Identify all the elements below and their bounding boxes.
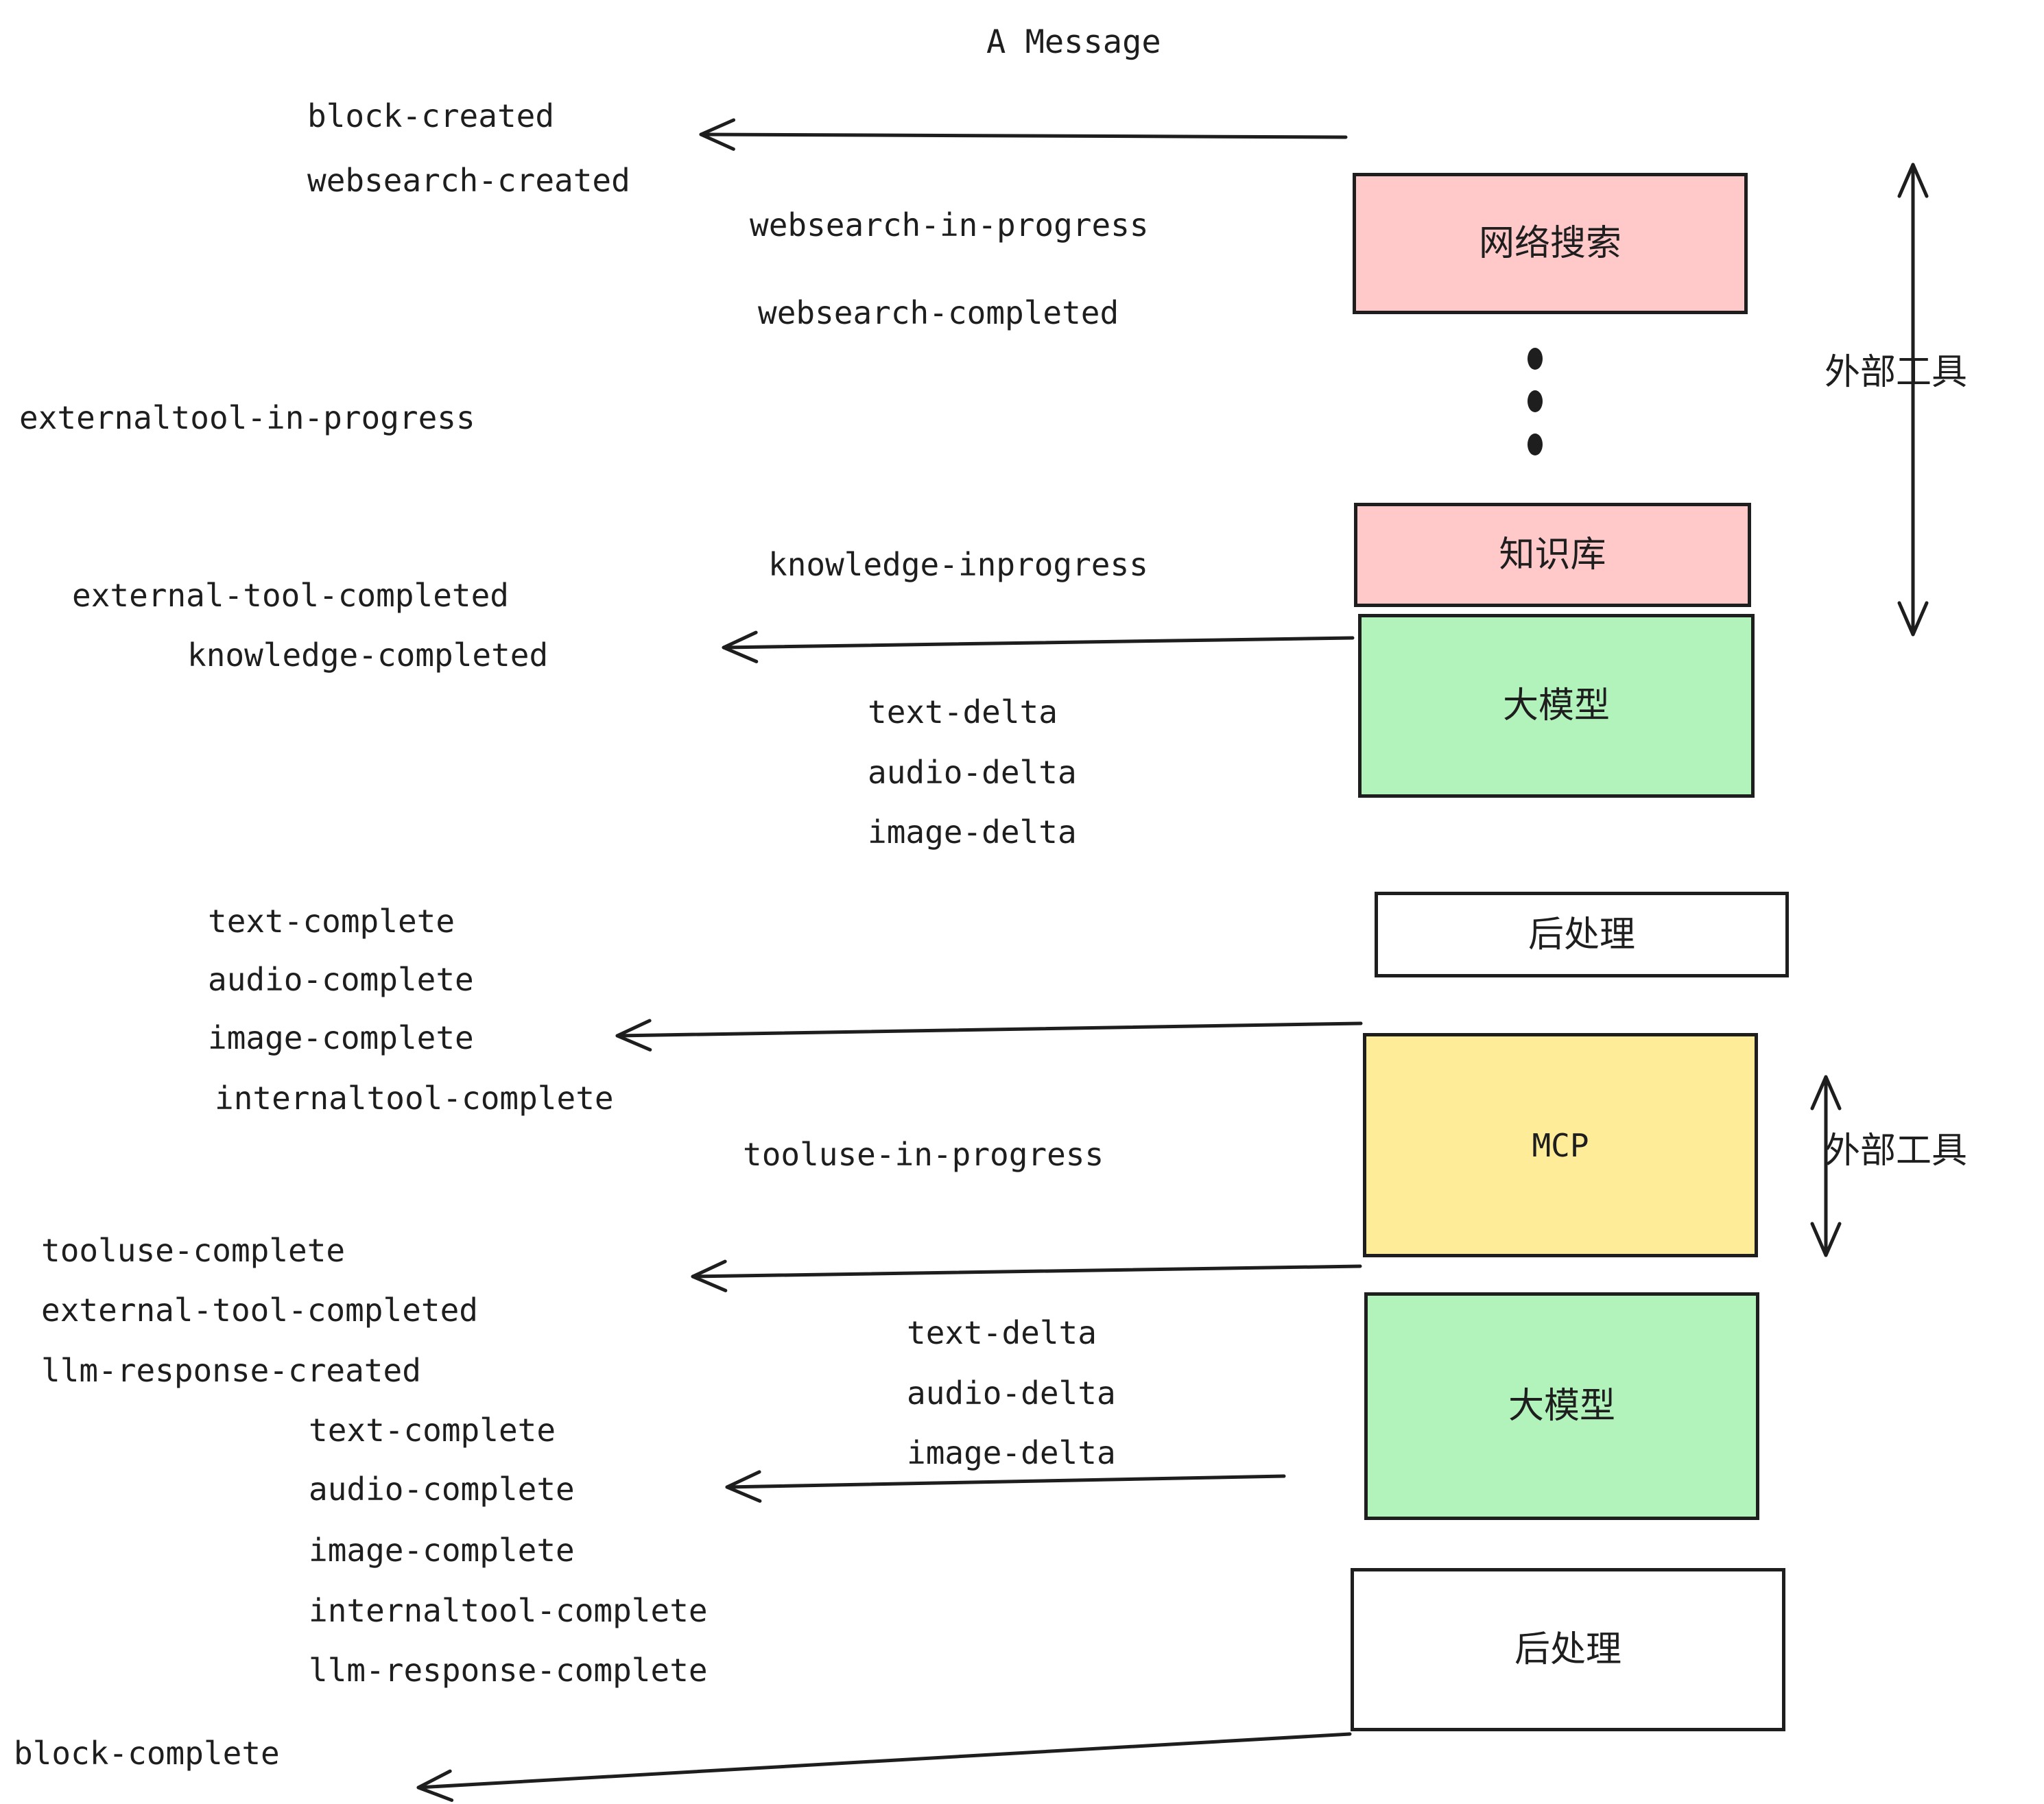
node-label-post2: 后处理 <box>1514 1629 1621 1670</box>
node-label-llm2: 大模型 <box>1508 1386 1615 1427</box>
diagram-title: A Message <box>986 23 1161 61</box>
event-label-knowledge-inprogress: knowledge-inprogress <box>768 546 1148 583</box>
ellipsis-dot <box>1528 390 1543 412</box>
ellipsis-dot <box>1528 434 1543 455</box>
event-label-externaltool-in-progress: externaltool-in-progress <box>19 399 475 436</box>
node-box-knowledge[interactable]: 知识库 <box>1354 503 1751 607</box>
event-label-llm-response-created: llm-response-created <box>41 1352 421 1389</box>
event-label-internaltool-complete-1: internaltool-complete <box>215 1080 614 1117</box>
event-label-audio-complete-2: audio-complete <box>309 1471 575 1508</box>
side-label-external-tools-bottom: 外部工具 <box>1825 1130 1968 1172</box>
arrow-arrow-image-complete <box>615 1019 1363 1052</box>
event-label-audio-complete-1: audio-complete <box>208 961 474 998</box>
node-label-knowledge: 知识库 <box>1499 534 1606 575</box>
event-label-tooluse-complete: tooluse-complete <box>41 1232 346 1269</box>
arrow-arrow-block-complete <box>416 1732 1352 1802</box>
event-label-audio-delta-2: audio-delta <box>907 1375 1116 1412</box>
event-label-external-tool-completed-1: external-tool-completed <box>72 577 509 614</box>
event-label-llm-response-complete: llm-response-complete <box>309 1652 708 1689</box>
event-label-image-complete-2: image-complete <box>309 1532 575 1569</box>
ellipsis-dot <box>1528 348 1543 370</box>
event-label-text-delta-1: text-delta <box>868 693 1058 731</box>
double-arrow-external-tools-range-top <box>1897 163 1929 637</box>
event-label-text-complete-2: text-complete <box>309 1412 556 1449</box>
event-label-block-complete: block-complete <box>14 1735 280 1772</box>
event-label-internaltool-complete-2: internaltool-complete <box>309 1592 708 1629</box>
event-label-image-delta-1: image-delta <box>868 814 1077 851</box>
event-label-block-created: block-created <box>307 97 555 134</box>
event-label-tooluse-in-progress: tooluse-in-progress <box>743 1136 1104 1173</box>
event-label-image-complete-1: image-complete <box>208 1019 474 1056</box>
node-label-mcp: MCP <box>1532 1126 1589 1164</box>
node-label-post1: 后处理 <box>1528 914 1635 956</box>
node-box-websearch[interactable]: 网络搜索 <box>1353 173 1748 314</box>
node-label-websearch: 网络搜索 <box>1478 223 1621 264</box>
event-label-knowledge-completed: knowledge-completed <box>187 637 549 674</box>
event-label-websearch-completed: websearch-completed <box>758 294 1119 331</box>
node-box-llm1[interactable]: 大模型 <box>1358 614 1755 798</box>
event-label-websearch-in-progress: websearch-in-progress <box>750 206 1149 244</box>
side-label-external-tools-top: 外部工具 <box>1825 352 1968 393</box>
event-label-text-complete-1: text-complete <box>208 903 455 940</box>
arrow-arrow-knowledge-completed <box>722 630 1355 663</box>
node-label-llm1: 大模型 <box>1502 685 1610 726</box>
event-label-external-tool-completed-2: external-tool-completed <box>41 1292 478 1329</box>
event-label-websearch-created: websearch-created <box>307 162 630 199</box>
node-box-llm2[interactable]: 大模型 <box>1364 1292 1759 1520</box>
arrow-arrow-websearch-created <box>699 118 1348 151</box>
event-label-image-delta-2: image-delta <box>907 1434 1116 1471</box>
node-box-post1[interactable]: 后处理 <box>1375 892 1789 977</box>
node-box-mcp[interactable]: MCP <box>1363 1033 1758 1257</box>
event-label-text-delta-2: text-delta <box>907 1314 1097 1351</box>
event-label-audio-delta-1: audio-delta <box>868 754 1077 791</box>
arrow-arrow-tooluse-complete <box>691 1259 1362 1292</box>
arrow-arrow-audio-complete <box>725 1470 1286 1503</box>
node-box-post2[interactable]: 后处理 <box>1351 1568 1785 1731</box>
